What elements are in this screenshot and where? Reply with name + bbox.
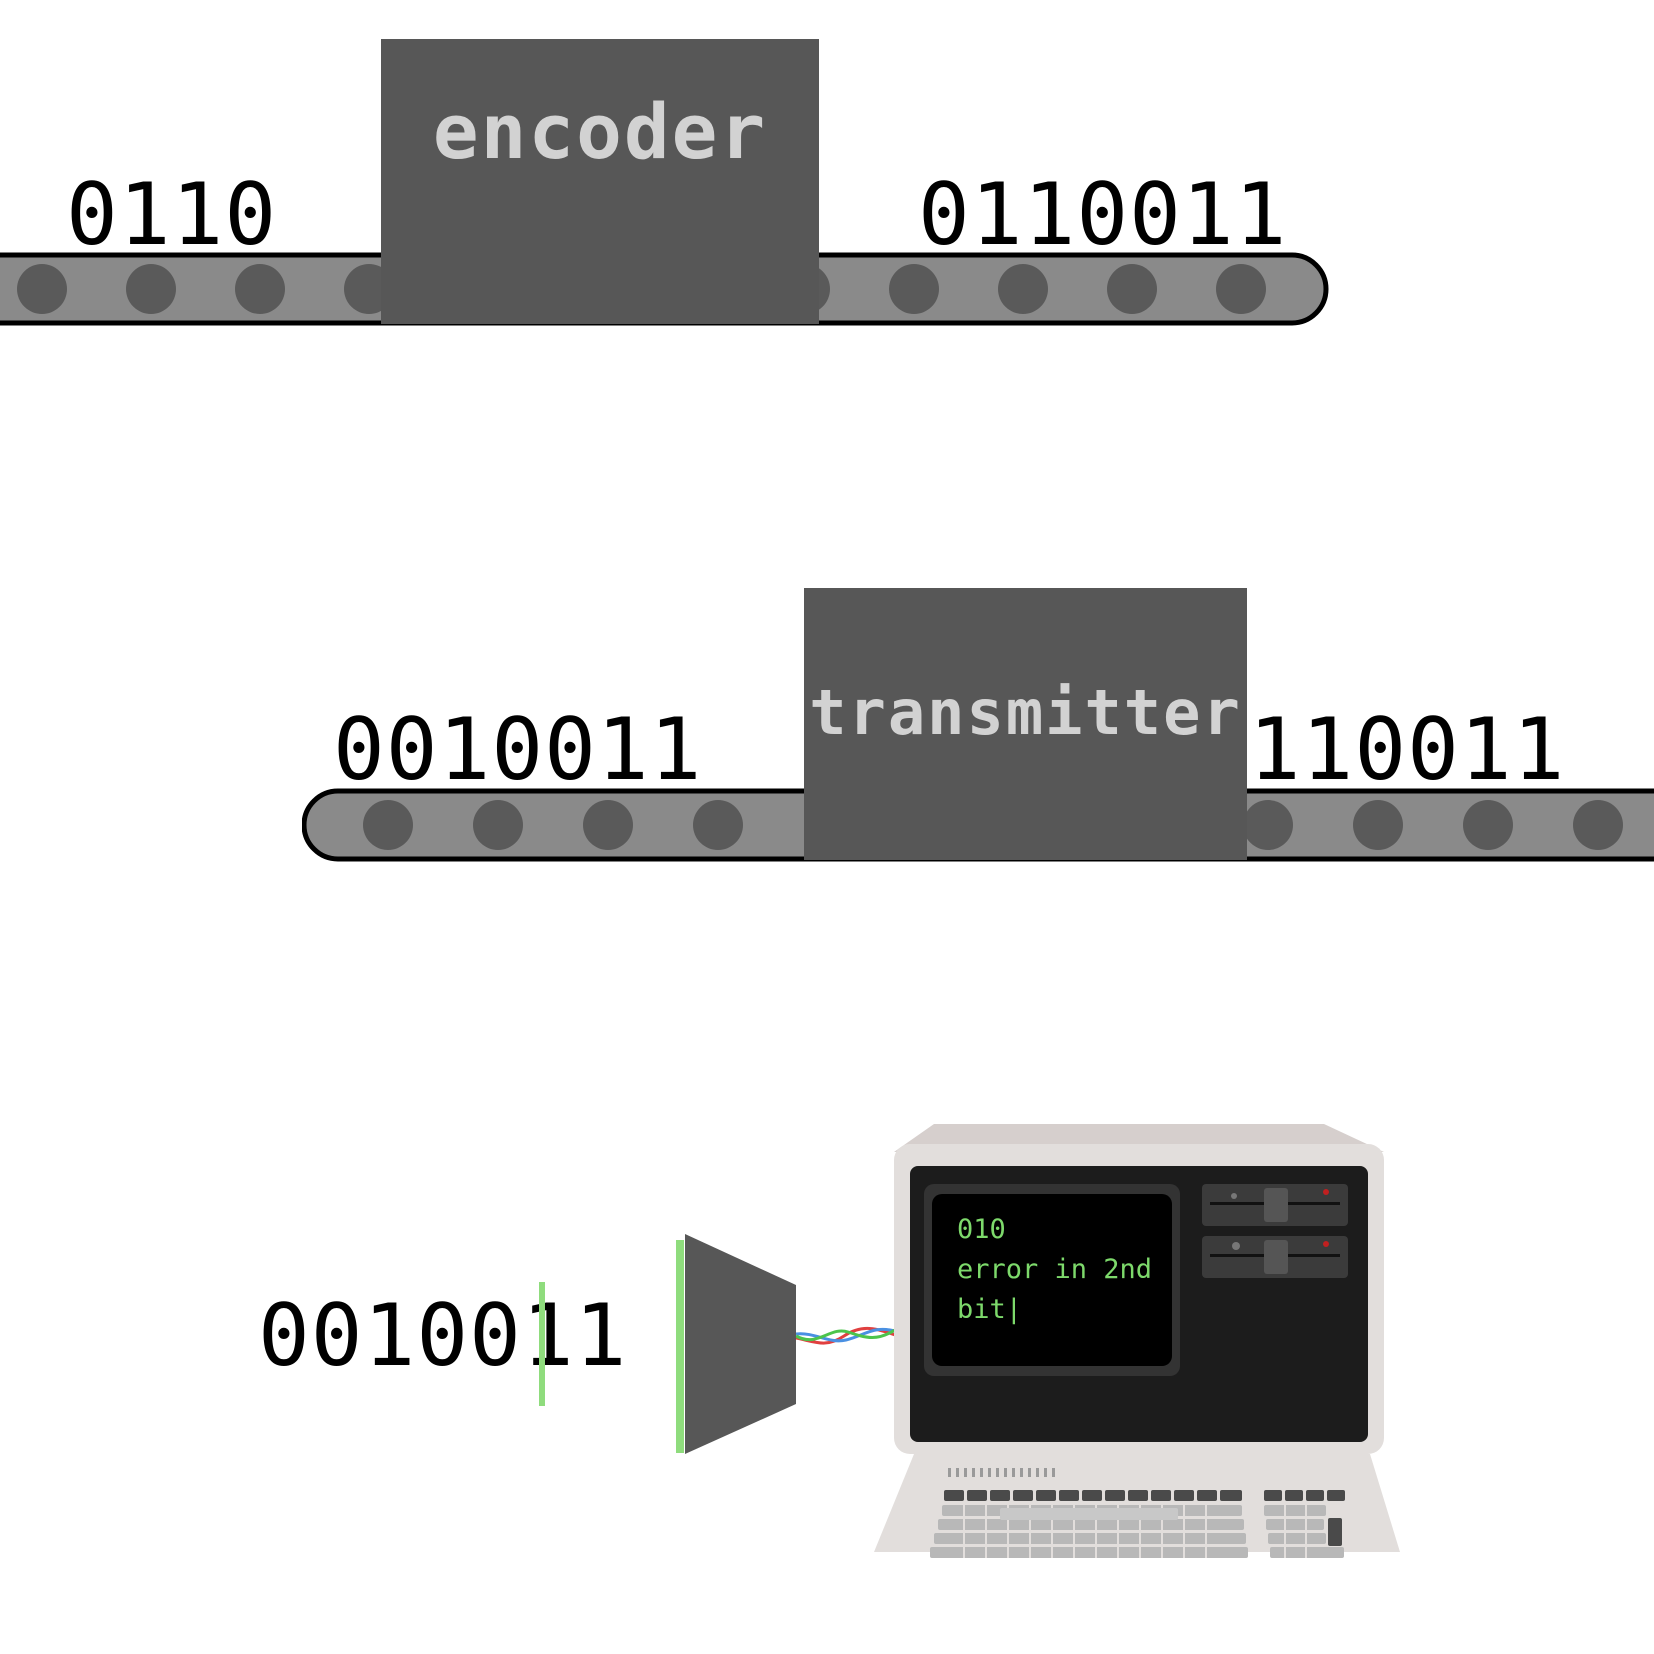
received-bits: 0010011 (258, 1286, 628, 1386)
belt-roller (889, 264, 939, 314)
transmitter-label: transmitter (809, 676, 1242, 749)
belt-roller (235, 264, 285, 314)
screen-line-1: 010 (957, 1214, 1006, 1245)
encoder-label: encoder (432, 87, 768, 176)
belt-roller (126, 264, 176, 314)
computer-icon (874, 1122, 1400, 1560)
belt-roller (1243, 800, 1293, 850)
input-bits-transmitter: 0010011 (333, 700, 703, 800)
belt-roller (1107, 264, 1157, 314)
input-bits-encoder: 0110 (66, 165, 278, 265)
output-bits-transmitter: 0110011 (1196, 700, 1566, 800)
belt-roller (1353, 800, 1403, 850)
belt-roller (583, 800, 633, 850)
belt-roller (1216, 264, 1266, 314)
belt-roller (17, 264, 67, 314)
cable-icon (795, 1318, 899, 1352)
belt-roller (363, 800, 413, 850)
encoder-box: encoder (381, 39, 819, 324)
belt-roller (473, 800, 523, 850)
screen-line-2: error in 2nd (957, 1254, 1153, 1285)
scanner-head (672, 1232, 802, 1457)
screen-line-3: bit| (957, 1294, 1023, 1325)
belt-roller (1463, 800, 1513, 850)
belt-roller (998, 264, 1048, 314)
belt-roller (1573, 800, 1623, 850)
space-bar (1000, 1508, 1178, 1520)
belt-roller (693, 800, 743, 850)
transmitter-box: transmitter (804, 588, 1247, 860)
scan-line (539, 1282, 545, 1406)
output-bits-encoder: 0110011 (918, 165, 1288, 265)
